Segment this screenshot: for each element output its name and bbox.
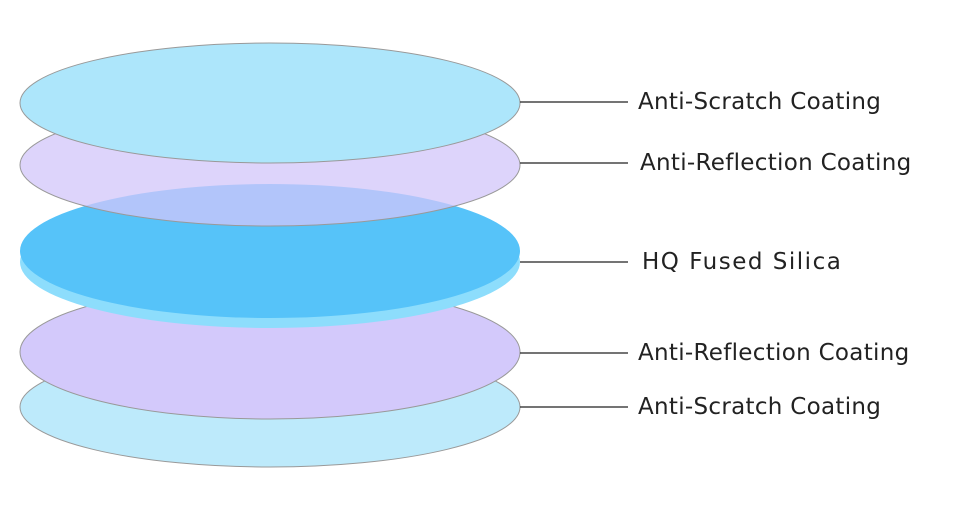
label-top-anti-scratch: Anti-Scratch Coating (638, 89, 882, 115)
label-top-anti-reflection: Anti-Reflection Coating (640, 150, 912, 176)
top-anti-scratch-layer (19, 42, 521, 164)
label-bottom-anti-reflection: Anti-Reflection Coating (638, 340, 910, 366)
label-fused-silica: HQ Fused Silica (642, 249, 843, 275)
label-bottom-anti-scratch: Anti-Scratch Coating (638, 394, 882, 420)
